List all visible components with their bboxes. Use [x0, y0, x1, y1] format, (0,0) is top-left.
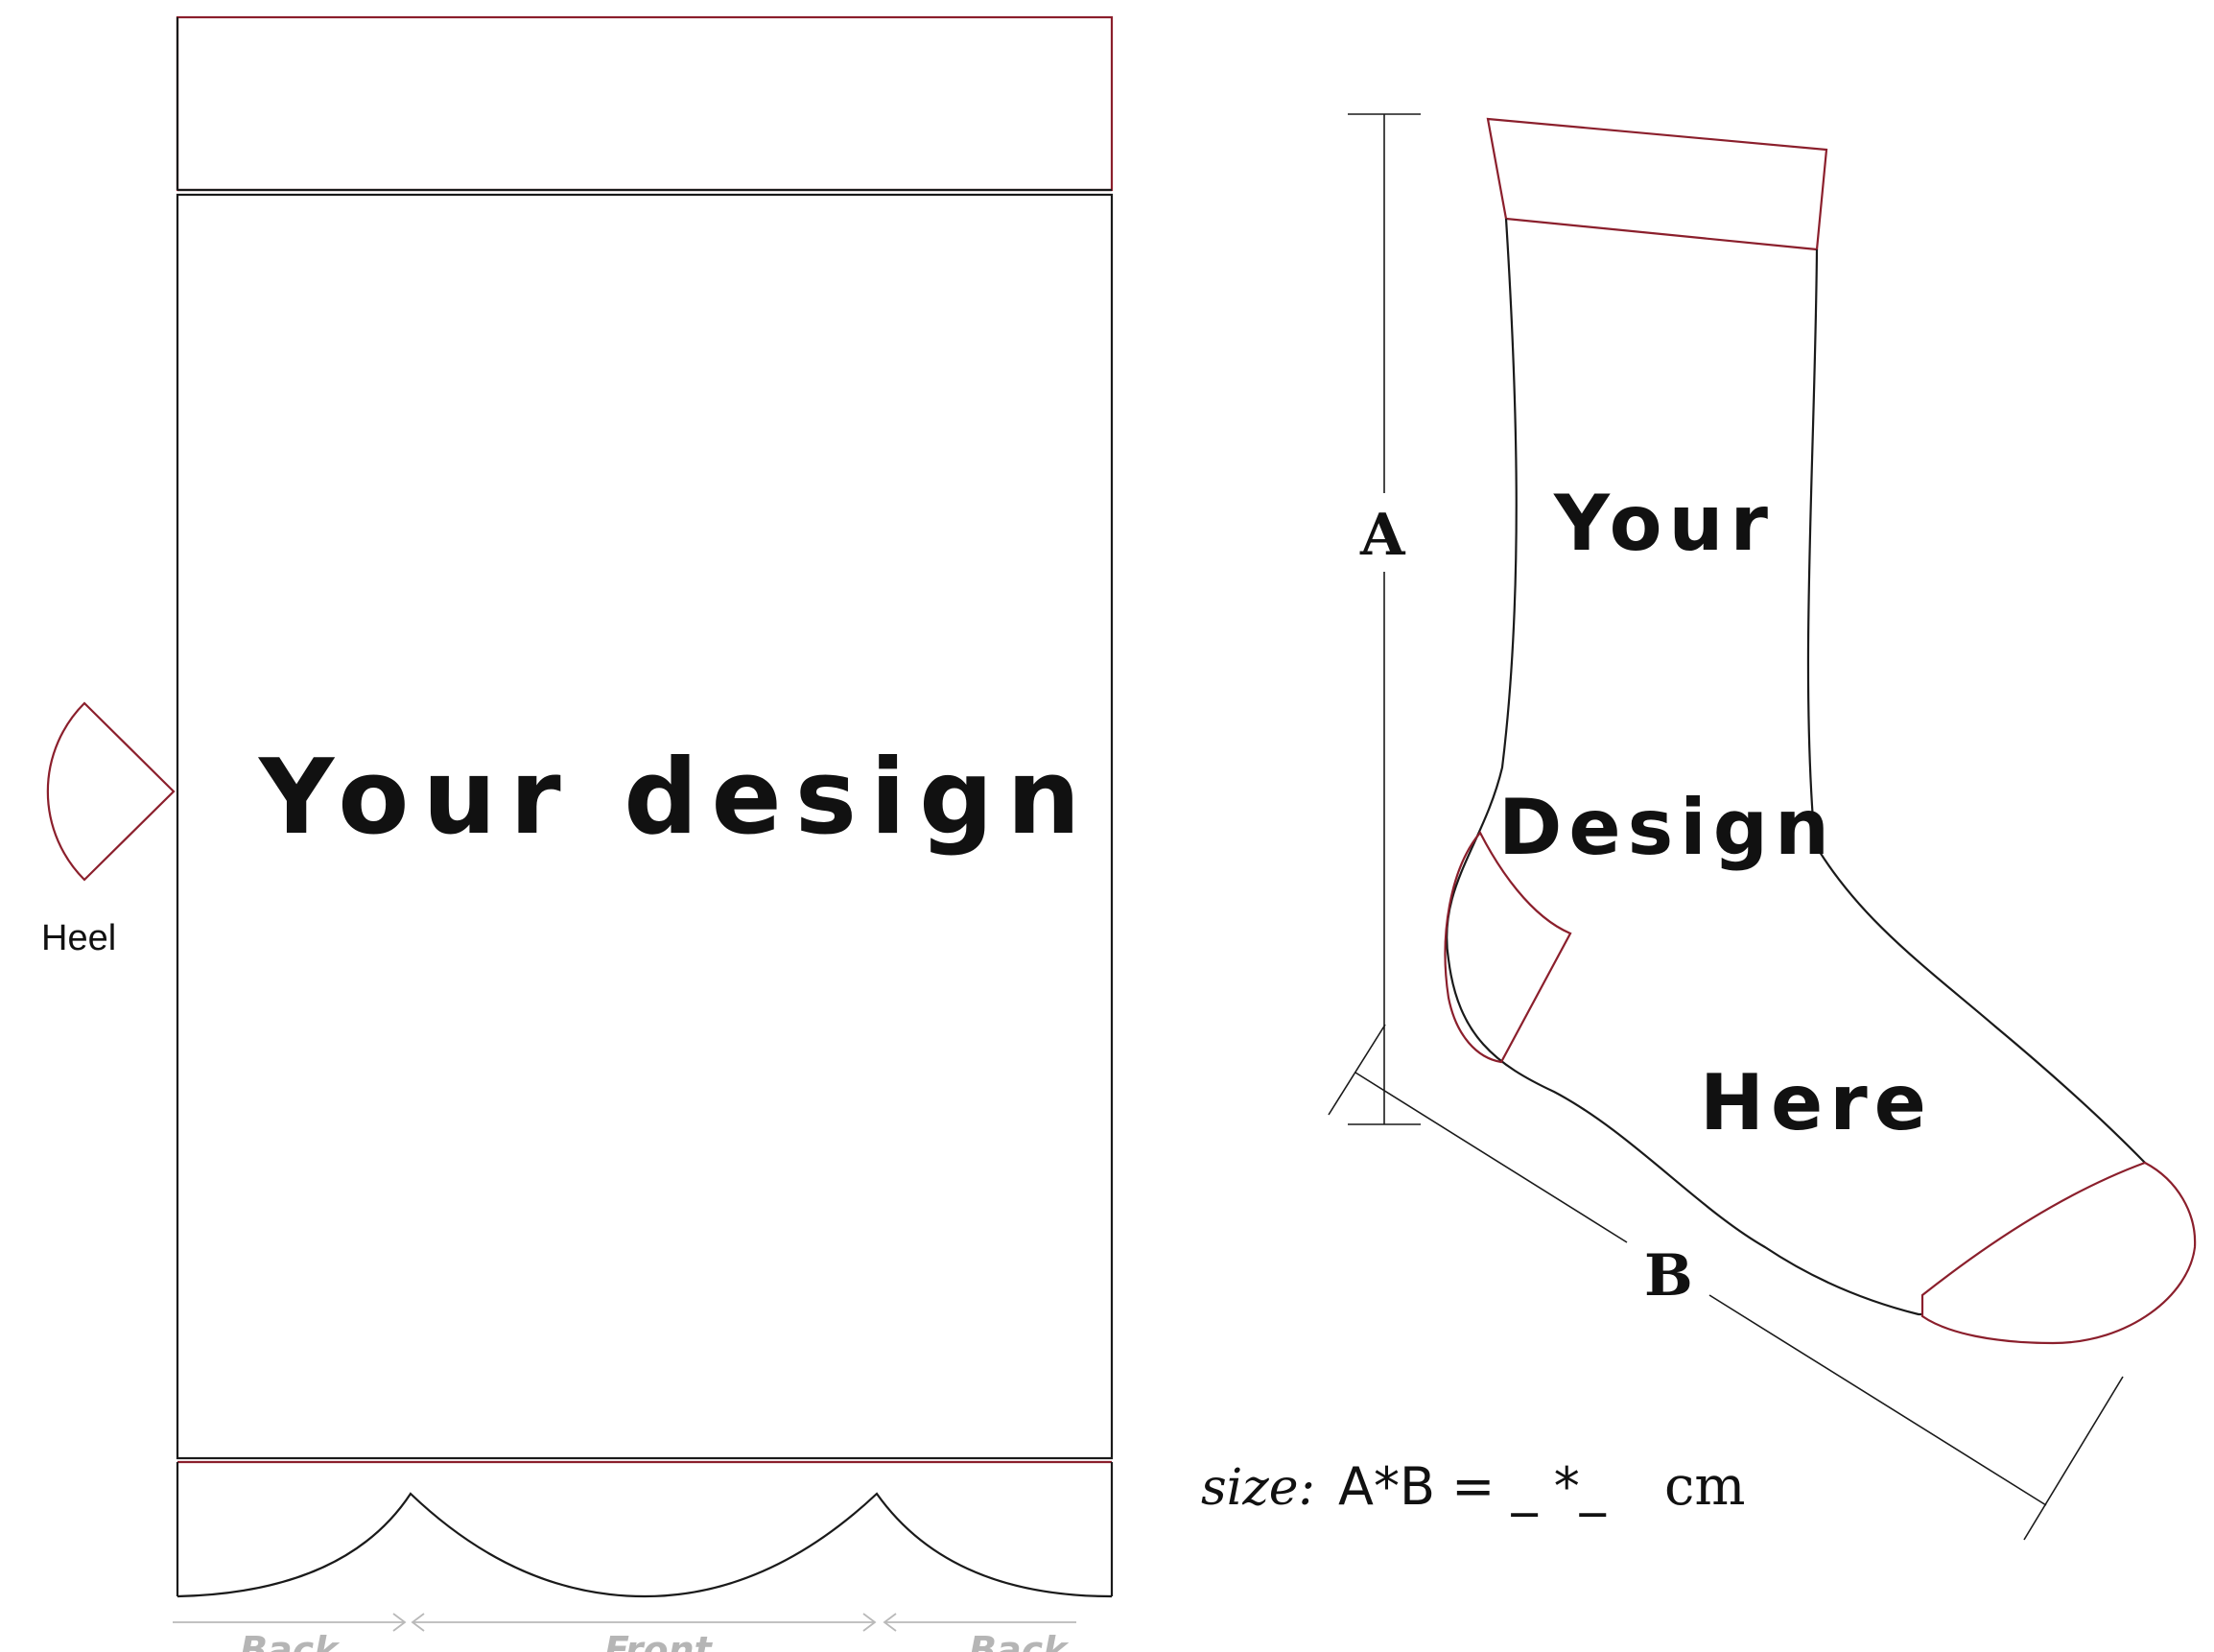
sock-cuff	[1486, 117, 1828, 251]
sock-heel	[1444, 831, 1572, 1064]
pattern-design-text: Your design	[257, 738, 1094, 858]
sock-illustration: A B Your Design Here	[1328, 113, 2197, 1541]
sock-text-line-1: Your	[1553, 479, 1775, 568]
heel-piece	[46, 701, 176, 882]
dimension-a-label: A	[1359, 502, 1406, 569]
sock-text-line-3: Here	[1700, 1058, 1933, 1147]
section-label-front: Front	[604, 1629, 714, 1652]
sock-toe	[1920, 1161, 2197, 1345]
size-unit: cm	[1664, 1455, 1745, 1518]
size-formula: size: A*B = _ *_ cm	[1201, 1455, 1745, 1518]
section-label-back-left: Back	[240, 1629, 341, 1652]
size-label: size:	[1201, 1459, 1315, 1517]
dimension-a-line	[1348, 113, 1421, 1125]
sock-text-line-2: Design	[1498, 783, 1836, 872]
dimension-b-line	[1328, 1024, 2124, 1541]
flat-pattern: Heel Your design Back Front Back	[41, 15, 1114, 1652]
section-label-back-right: Back	[969, 1629, 1070, 1652]
sock-outline	[1446, 218, 2146, 1316]
size-formula-text: A*B = _ *_	[1338, 1456, 1607, 1517]
dimension-b-label: B	[1644, 1242, 1693, 1310]
toe-band	[176, 1460, 1114, 1598]
heel-label: Heel	[41, 918, 116, 958]
cuff-band	[176, 15, 1114, 192]
body-panel	[176, 193, 1114, 1460]
section-arrows	[173, 1613, 1076, 1632]
